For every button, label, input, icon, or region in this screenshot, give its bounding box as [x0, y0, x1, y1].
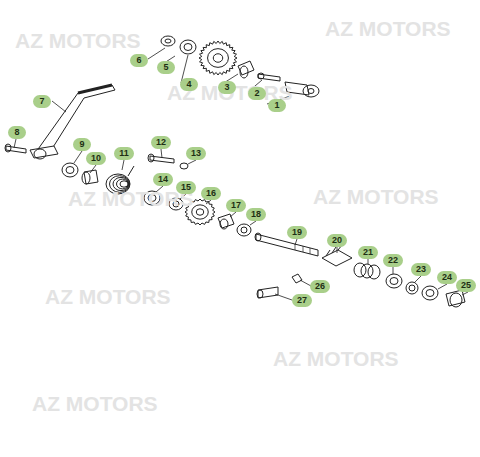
watermark: AZ MOTORS: [313, 185, 439, 209]
callout-number: 8: [8, 126, 26, 139]
callout-number: 17: [226, 199, 246, 212]
callout-number: 1: [268, 99, 286, 112]
watermark: AZ MOTORS: [68, 187, 194, 211]
watermark: AZ MOTORS: [32, 392, 158, 416]
callout-number: 11: [114, 147, 134, 160]
callout-number: 12: [151, 136, 171, 149]
callout-number: 20: [327, 234, 347, 247]
callout-number: 7: [33, 95, 51, 108]
callout-number: 10: [86, 152, 106, 165]
callout-number: 21: [358, 246, 378, 259]
callout-number: 15: [176, 181, 196, 194]
callout-number: 26: [310, 280, 330, 293]
callout-number: 23: [411, 263, 431, 276]
callout-number: 25: [456, 279, 476, 292]
callout-number: 13: [186, 147, 206, 160]
callout-number: 3: [218, 81, 236, 94]
callout-number: 4: [180, 78, 198, 91]
callout-number: 14: [153, 173, 173, 186]
watermark: AZ MOTORS: [273, 347, 399, 371]
callout-number: 22: [383, 254, 403, 267]
callout-number: 19: [287, 226, 307, 239]
watermark: AZ MOTORS: [325, 17, 451, 41]
watermark: AZ MOTORS: [15, 29, 141, 53]
watermark: AZ MOTORS: [45, 285, 171, 309]
callout-number: 6: [130, 54, 148, 67]
callout-number: 24: [437, 271, 457, 284]
callout-number: 2: [248, 87, 266, 100]
callout-number: 18: [246, 208, 266, 221]
callout-number: 27: [292, 294, 312, 307]
callout-number: 5: [157, 61, 175, 74]
callout-number: 16: [201, 187, 221, 200]
callout-number: 9: [73, 138, 91, 151]
